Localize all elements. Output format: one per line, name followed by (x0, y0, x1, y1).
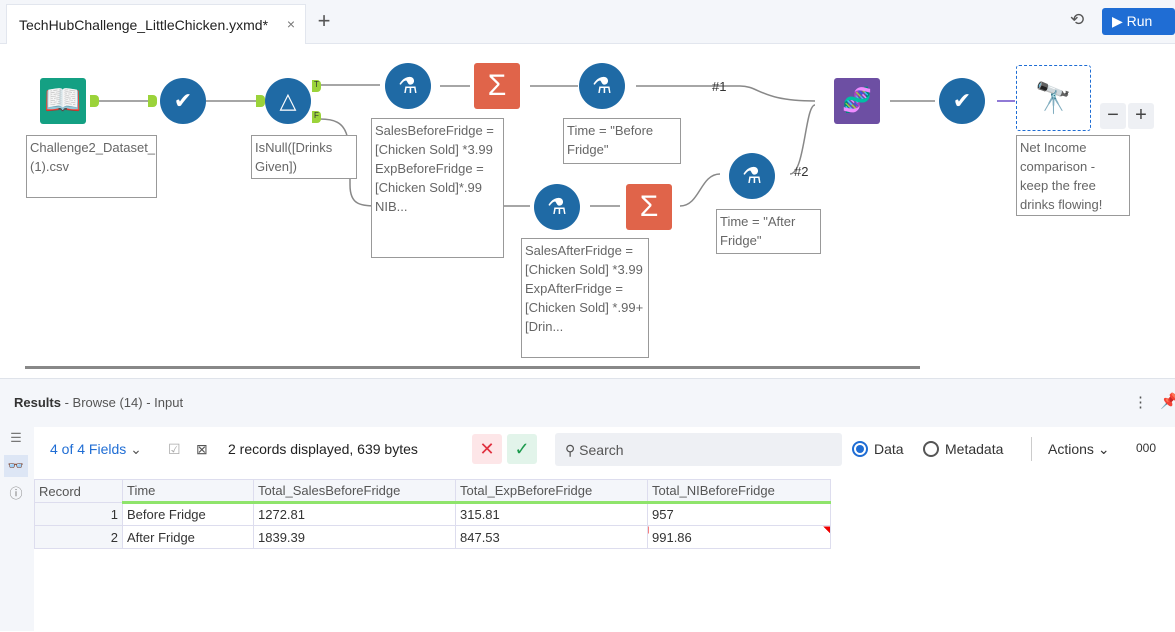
cell-record: 1 (34, 502, 123, 526)
fields-label: 4 of 4 Fields (50, 441, 127, 457)
annotation-filter: IsNull([Drinks Given]) (251, 135, 357, 179)
metadata-radio[interactable]: Metadata (923, 441, 1003, 457)
results-header: Results - Browse (14) - Input (14, 395, 183, 410)
deselect-icon[interactable]: ⊠ (196, 441, 208, 457)
cell-time[interactable]: After Fridge (122, 525, 254, 549)
chevron-down-icon: ⌄ (1097, 441, 1110, 457)
cell-record: 2 (34, 525, 123, 549)
union-anchor-label-1: #1 (712, 79, 727, 94)
annotation-formula-after: SalesAfterFridge = [Chicken Sold] *3.99 … (521, 238, 649, 358)
actions-label: Actions (1048, 441, 1094, 457)
column-header-exp[interactable]: Total_ExpBeforeFridge (455, 479, 648, 504)
false-anchor[interactable]: F (312, 111, 321, 123)
fields-dropdown[interactable]: 4 of 4 Fields ⌄ (50, 441, 142, 458)
pin-icon[interactable]: 📌 (1160, 393, 1175, 410)
input-anchor[interactable] (148, 95, 157, 107)
cell-sales[interactable]: 1839.39 (253, 525, 456, 549)
column-header-sales[interactable]: Total_SalesBeforeFridge (253, 479, 456, 504)
results-panel: Results - Browse (14) - Input ⋮ 📌 ☰ 👓 ⓘ … (0, 378, 1175, 632)
filter-tool-icon[interactable]: △ (265, 78, 311, 124)
output-anchor[interactable] (90, 95, 99, 107)
select-tool-check-icon[interactable]: ✔ (160, 78, 206, 124)
tab-bar: TechHubChallenge_LittleChicken.yxmd*× + … (0, 0, 1175, 44)
results-table: Record Time Total_SalesBeforeFridge Tota… (34, 479, 831, 549)
cell-ni[interactable]: 957 (647, 502, 831, 526)
history-icon[interactable]: ⟲ (1070, 10, 1085, 29)
cell-exp[interactable]: 315.81 (455, 502, 648, 526)
tab-workflow[interactable]: TechHubChallenge_LittleChicken.yxmd* × (6, 4, 306, 44)
help-icon[interactable]: ⓘ (9, 486, 23, 501)
search-icon: ⚲ (565, 442, 576, 458)
cell-time[interactable]: Before Fridge (122, 502, 254, 526)
results-grid-panel: 4 of 4 Fields ⌄ ☑ ⊠ 2 records displayed,… (34, 427, 1175, 632)
more-button[interactable]: 000 (1136, 441, 1157, 455)
records-info: 2 records displayed, 639 bytes (228, 441, 418, 457)
metadata-label: Metadata (945, 441, 1004, 457)
run-label: Run (1126, 13, 1153, 29)
search-placeholder: Search (579, 442, 624, 458)
annotation-browse: Net Income comparison - keep the free dr… (1016, 135, 1130, 216)
formula-tool-flask-icon[interactable]: ⚗ (534, 184, 580, 230)
column-header-time[interactable]: Time (122, 479, 254, 504)
formula-tool-flask-icon[interactable]: ⚗ (729, 153, 775, 199)
input-data-tool-book-icon[interactable]: 📖 (40, 78, 86, 124)
workflow-canvas[interactable]: − + 📖 ✔ △ T F ⚗ Σ ⚗ ⚗ Σ ⚗ #1 #2 🧬 ✔ 🔭 Ch… (0, 45, 1175, 375)
formula-tool-flask-icon[interactable]: ⚗ (385, 63, 431, 109)
formula-tool-flask-icon[interactable]: ⚗ (579, 63, 625, 109)
input-anchor[interactable] (256, 95, 265, 107)
more-options-icon[interactable]: ⋮ (1133, 394, 1148, 411)
union-anchor-label-2: #2 (794, 164, 809, 179)
annotation-time-before: Time = "Before Fridge" (563, 118, 681, 164)
results-subtitle: - Browse (14) - Input (60, 395, 184, 410)
summarize-tool-sigma-icon[interactable]: Σ (474, 63, 520, 109)
cell-sales[interactable]: 1272.81 (253, 502, 456, 526)
summarize-tool-sigma-icon[interactable]: Σ (626, 184, 672, 230)
browse-tool-binoculars-icon[interactable]: 🔭 (1016, 65, 1091, 131)
select-tool-check-icon[interactable]: ✔ (939, 78, 985, 124)
checkbox-icon[interactable]: ☑ (168, 441, 181, 457)
zoom-out-button[interactable]: − (1100, 103, 1126, 129)
search-input[interactable]: ⚲ Search (555, 433, 842, 466)
radio-icon (923, 441, 939, 457)
zoom-in-button[interactable]: + (1128, 103, 1154, 129)
list-icon[interactable]: ☰ (10, 430, 22, 445)
results-title: Results (14, 395, 61, 410)
cell-ni[interactable]: 991.86 (647, 525, 831, 549)
divider (1031, 437, 1032, 461)
results-toolbar: 4 of 4 Fields ⌄ ☑ ⊠ 2 records displayed,… (34, 427, 1175, 471)
data-radio[interactable]: Data (852, 441, 904, 457)
run-button[interactable]: ▶ Run (1102, 8, 1175, 35)
annotation-input: Challenge2_Dataset_Little_Chicken (1).cs… (26, 135, 157, 198)
column-header-ni[interactable]: Total_NIBeforeFridge (647, 479, 831, 504)
cell-exp[interactable]: 847.53 (455, 525, 648, 549)
column-header-record[interactable]: Record (34, 479, 123, 503)
data-label: Data (874, 441, 904, 457)
binoculars-icon[interactable]: 👓 (4, 455, 28, 477)
chevron-down-icon: ⌄ (130, 441, 142, 457)
true-anchor[interactable]: T (312, 80, 321, 92)
annotation-formula-before: SalesBeforeFridge = [Chicken Sold] *3.99… (371, 118, 504, 258)
filter-false-button[interactable]: ✕ (472, 434, 502, 464)
tab-title: TechHubChallenge_LittleChicken.yxmd* (19, 17, 269, 33)
results-sidebar: ☰ 👓 ⓘ (4, 427, 30, 632)
actions-dropdown[interactable]: Actions ⌄ (1048, 441, 1110, 458)
table-header-row: Record Time Total_SalesBeforeFridge Tota… (34, 479, 831, 504)
filter-true-button[interactable]: ✓ (507, 434, 537, 464)
canvas-horizontal-scrollbar[interactable] (25, 366, 920, 369)
union-tool-dna-icon[interactable]: 🧬 (834, 78, 880, 124)
annotation-time-after: Time = "After Fridge" (716, 209, 821, 254)
table-row[interactable]: 2 After Fridge 1839.39 847.53 991.86 (34, 525, 831, 549)
radio-selected-icon (852, 441, 868, 457)
connections (98, 84, 1015, 207)
new-tab-button[interactable]: + (317, 8, 331, 33)
table-row[interactable]: 1 Before Fridge 1272.81 315.81 957 (34, 502, 831, 526)
close-tab-icon[interactable]: × (286, 16, 295, 32)
